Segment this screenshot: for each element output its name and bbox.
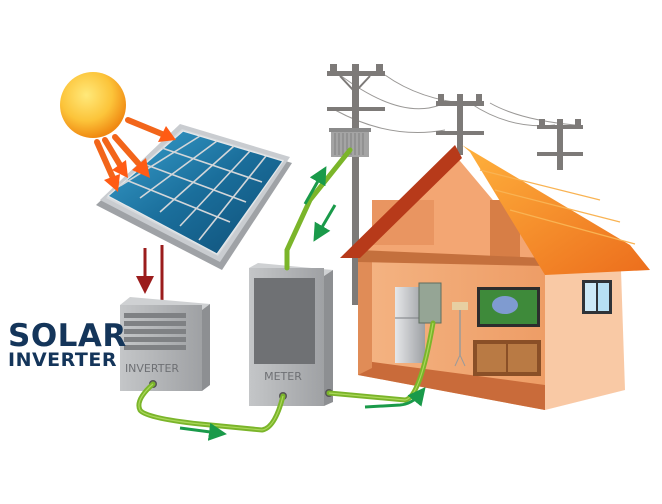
title-line-2: INVERTER xyxy=(8,349,118,371)
tv xyxy=(477,287,540,327)
meter: METER xyxy=(249,263,333,406)
dc-cable xyxy=(136,245,164,305)
flow-arrows xyxy=(179,166,426,441)
utility-pole-1 xyxy=(327,64,385,305)
title-line-1: SOLAR xyxy=(8,318,127,354)
sun-rays xyxy=(94,117,165,181)
utility-pole-2 xyxy=(436,94,484,155)
cabinet xyxy=(473,340,541,376)
breaker-box xyxy=(418,282,442,324)
inverter: INVERTER xyxy=(120,297,210,391)
house xyxy=(340,145,650,410)
inverter-label: INVERTER xyxy=(125,362,179,375)
sun-icon xyxy=(60,72,126,138)
power-lines xyxy=(334,74,576,133)
utility-pole-3 xyxy=(537,119,583,170)
meter-label: METER xyxy=(264,370,302,383)
lamp xyxy=(452,302,468,367)
sun-ray-arrowheads xyxy=(104,126,176,192)
